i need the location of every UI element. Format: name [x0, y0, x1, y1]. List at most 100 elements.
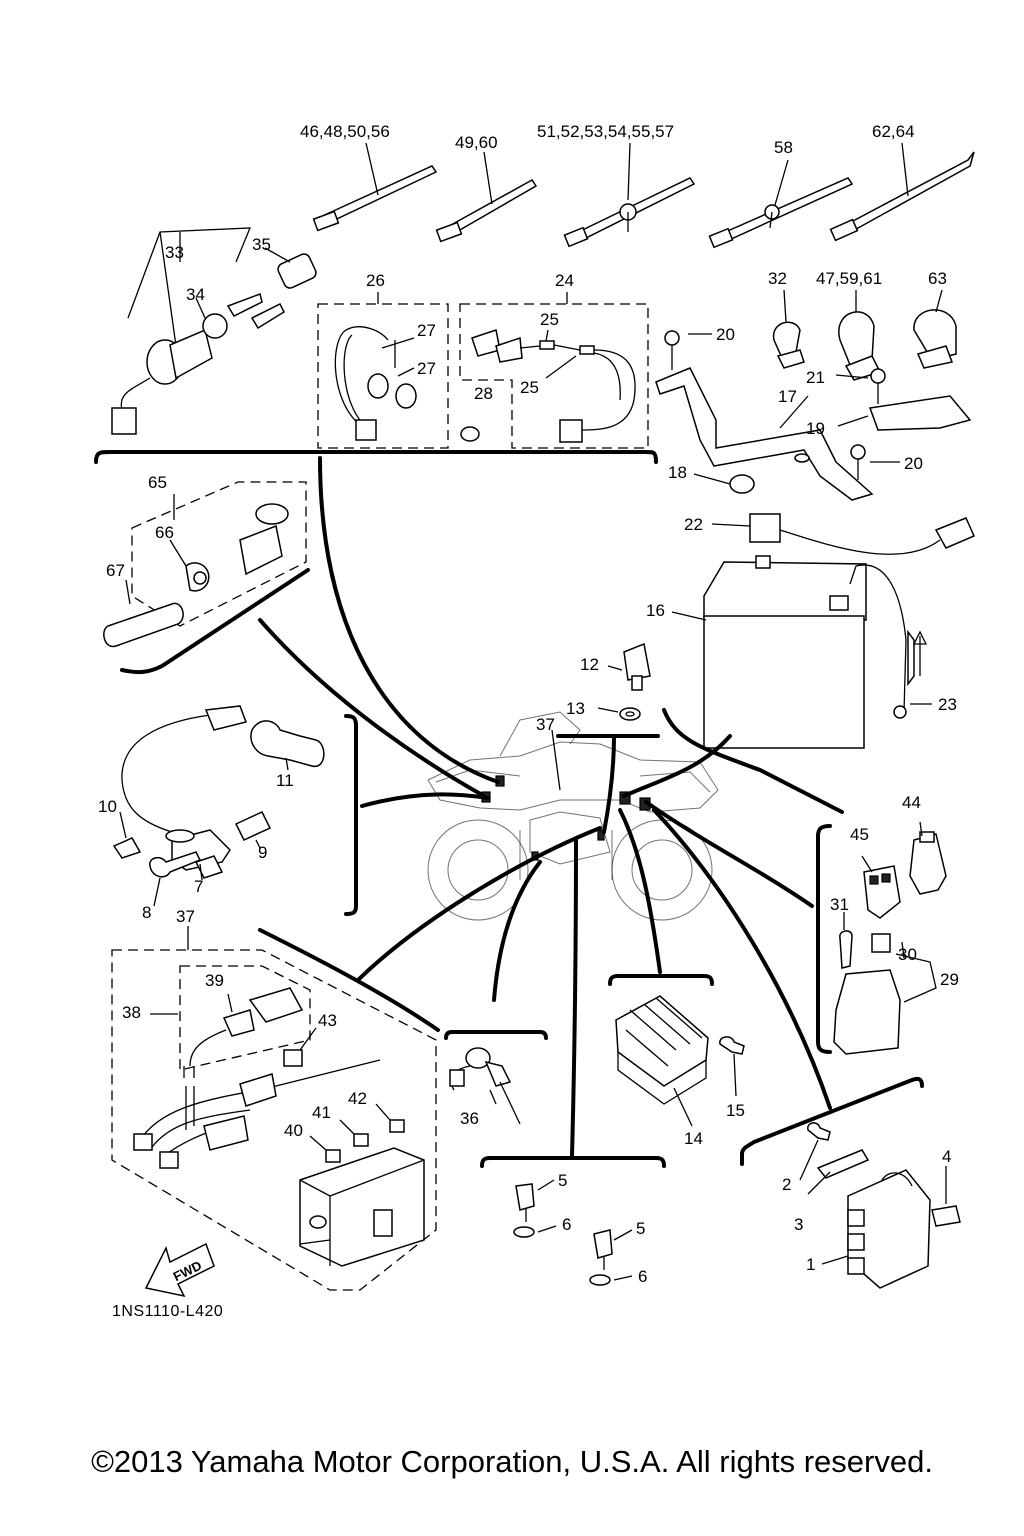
rectifier-14: [615, 995, 709, 1087]
socket-body: [239, 524, 283, 576]
label-1: 1: [806, 1255, 815, 1274]
cable-tie-62: [829, 142, 975, 242]
label-5a: 5: [558, 1171, 567, 1190]
fuse-42: [389, 1119, 405, 1133]
label-15: 15: [726, 1101, 745, 1120]
label-41: 41: [312, 1103, 331, 1122]
label-16: 16: [646, 601, 665, 620]
switch-cap: [277, 253, 317, 289]
lead-tip-b: [579, 345, 595, 355]
clamp-47: [838, 311, 875, 372]
fuse-40: [325, 1149, 341, 1163]
lead-connector-26: [355, 419, 377, 441]
label-58: 58: [774, 138, 793, 157]
label-14: 14: [684, 1129, 703, 1148]
fuse-lead-22: [749, 513, 781, 543]
label-5b: 5: [636, 1219, 645, 1238]
label-6b: 6: [638, 1267, 647, 1286]
damper-18: [729, 474, 755, 494]
diagram-code: 1NS1110-L420: [112, 1303, 224, 1320]
label-49-60: 49,60: [455, 133, 498, 152]
collar-9: [234, 811, 272, 841]
label-11: 11: [276, 771, 294, 790]
label-47-59-61: 47,59,61: [816, 269, 882, 288]
label-10: 10: [98, 797, 117, 816]
cable-ties-group: 46,48,50,56 49,60 51,52,53,54,55,57 58 6…: [300, 122, 975, 249]
fuse-41: [353, 1133, 369, 1147]
label-51-57: 51,52,53,54,55,57: [537, 122, 674, 141]
socket-group: 65 66 67: [103, 473, 307, 648]
label-25b: 25: [520, 378, 539, 397]
marker-a: [619, 791, 631, 805]
connector-4: [931, 1205, 961, 1227]
bolts-group: 5 6 5 6: [480, 1156, 666, 1286]
fuse-box: [299, 1147, 425, 1267]
cable-tie-58: [708, 159, 854, 249]
fwd-arrow: FWD: [144, 1242, 215, 1298]
leader-lines: [258, 456, 832, 1158]
copyright-notice: ©2013 Yamaha Motor Corporation, U.S.A. A…: [91, 1444, 933, 1479]
sensor-36-head: [465, 1047, 491, 1069]
label-66: 66: [155, 523, 174, 542]
lead-connector-24: [559, 419, 583, 443]
clamps-group: 32 47,59,61 63: [768, 269, 957, 381]
connector-39: [222, 1009, 255, 1037]
bracket-group: 20 21 17 19 20 18: [655, 325, 972, 501]
label-23: 23: [938, 695, 957, 714]
label-2: 2: [782, 1175, 791, 1194]
label-20a: 20: [716, 325, 735, 344]
bolt-8: [149, 851, 202, 878]
group-bracket-top: [94, 450, 658, 464]
group-bracket-right: [816, 824, 832, 1054]
label-37-top: 37: [536, 715, 555, 734]
label-26: 26: [366, 271, 385, 290]
label-17: 17: [778, 387, 797, 406]
lead-cap-c: [471, 329, 501, 357]
label-40: 40: [284, 1121, 303, 1140]
label-7: 7: [194, 877, 203, 896]
relay-group-right: 45 44 31 30 29: [830, 793, 959, 1055]
bracket-3: [816, 1149, 870, 1179]
lead-cap-b: [395, 383, 417, 409]
fuse-30: [871, 933, 891, 953]
relay-group-left: 10 9 7 8 11: [98, 705, 325, 922]
label-33: 33: [165, 243, 184, 262]
switch-12: [623, 642, 651, 681]
ring-terminal-23: [893, 705, 907, 719]
label-12: 12: [580, 655, 599, 674]
label-13: 13: [566, 699, 585, 718]
label-63: 63: [928, 269, 947, 288]
bolt-10: [112, 837, 142, 859]
atv-silhouette: 37: [427, 711, 719, 921]
lead-wire-box-26: 26 27 27: [317, 271, 449, 449]
marker-e: [597, 829, 605, 841]
label-22: 22: [684, 515, 703, 534]
label-24: 24: [555, 271, 574, 290]
label-38: 38: [122, 1003, 141, 1022]
switch-nut: [202, 313, 228, 339]
label-18: 18: [668, 463, 687, 482]
rectifier-group: 14 15: [608, 974, 745, 1148]
washer-6a: [513, 1226, 535, 1238]
label-3: 3: [794, 1215, 803, 1234]
label-27a: 27: [417, 321, 436, 340]
label-32: 32: [768, 269, 787, 288]
main-switch-group: 33 34 35: [111, 227, 317, 435]
bolt-5b: [593, 1229, 613, 1259]
bolt-31: [839, 930, 853, 969]
washer-6b: [589, 1274, 611, 1286]
socket-plug-67: [103, 602, 184, 648]
label-39: 39: [205, 971, 224, 990]
bolt-20b: [850, 444, 866, 460]
battery-bracket-17: [655, 367, 874, 501]
label-45: 45: [850, 825, 869, 844]
lead-tip-a: [539, 340, 555, 350]
key-1: [226, 293, 263, 317]
label-65: 65: [148, 473, 167, 492]
screw-21: [870, 368, 886, 384]
connector-44: [909, 833, 947, 895]
sensor-group-36: 36: [444, 1030, 548, 1128]
label-29: 29: [940, 970, 959, 989]
label-42: 42: [348, 1089, 367, 1108]
